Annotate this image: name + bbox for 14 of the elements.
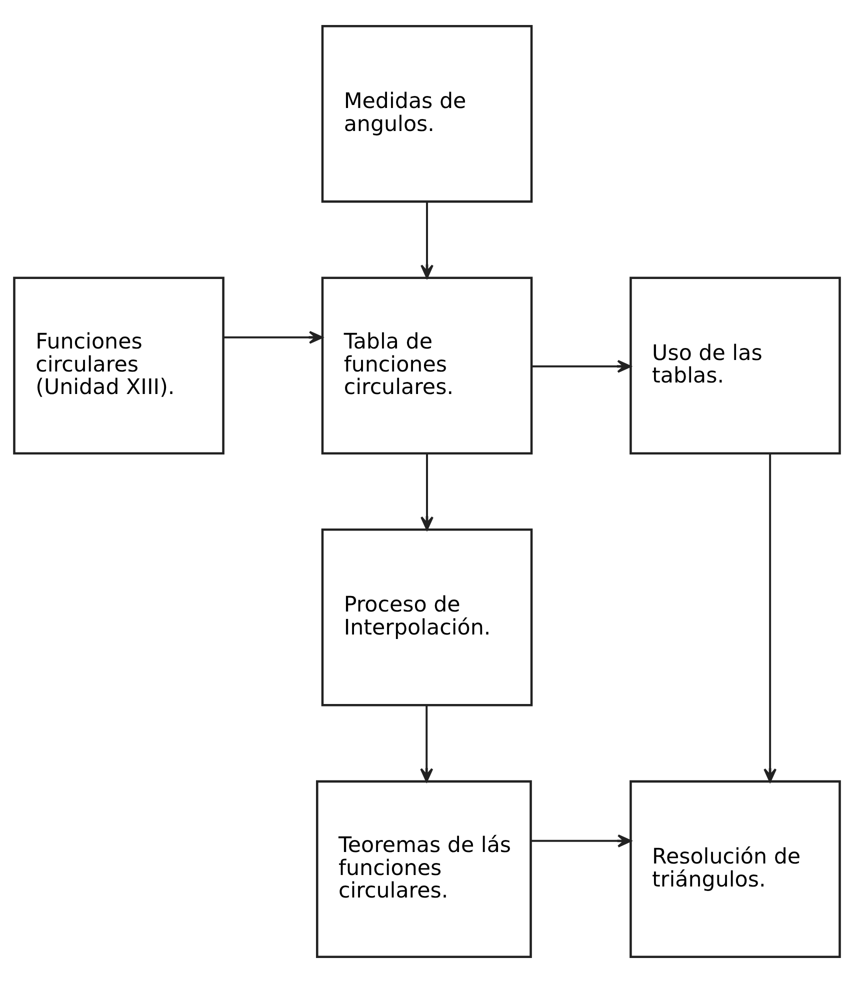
node-box: Funciones circulares (Unidad XIII). [13,276,224,454]
node-box: Medidas de angulos. [321,24,533,202]
arrow [531,834,632,847]
node-box: Teoremas de lás funciones circulares. [316,780,532,958]
arrow [532,359,632,372]
arrow [420,453,434,530]
node-box: Proceso de Interpolación. [321,528,533,706]
arrow [420,201,434,278]
node-box: Resolución de triángulos. [630,780,841,958]
arrow [420,704,434,782]
node-box: Tabla de funciones circulares. [321,276,533,454]
arrow [224,330,323,344]
node-box: Uso de las tablas. [630,276,841,454]
arrow [764,453,777,782]
